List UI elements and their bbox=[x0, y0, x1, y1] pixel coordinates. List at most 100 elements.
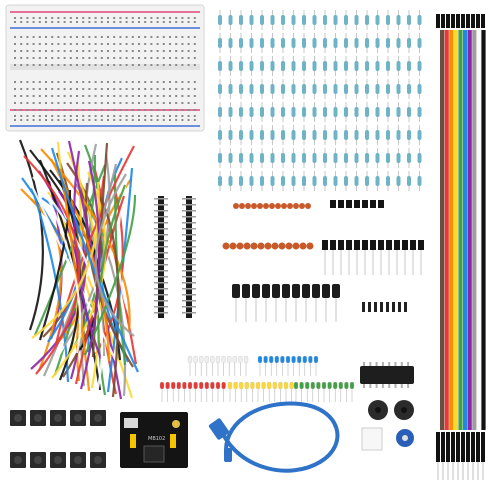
breadboard-hole bbox=[26, 81, 29, 83]
resistor bbox=[260, 153, 264, 163]
breadboard-hole bbox=[88, 95, 91, 97]
breadboard-hole bbox=[181, 81, 184, 83]
breadboard-rail-hole bbox=[162, 115, 165, 117]
led bbox=[321, 381, 327, 390]
breadboard-rail-hole bbox=[88, 115, 91, 117]
breadboard-hole bbox=[38, 43, 41, 45]
power-module-jumper-yellow-2 bbox=[170, 434, 176, 448]
transistor bbox=[346, 200, 352, 208]
breadboard-hole bbox=[69, 50, 72, 52]
ic-pin bbox=[381, 362, 384, 366]
breadboard-hole bbox=[57, 102, 60, 104]
breadboard-hole bbox=[162, 43, 165, 45]
breadboard-hole bbox=[175, 43, 178, 45]
breadboard-hole bbox=[20, 57, 23, 59]
breadboard-hole bbox=[150, 81, 153, 83]
ribbon-wire bbox=[453, 30, 458, 430]
resistor bbox=[291, 107, 296, 117]
breadboard-rail-hole bbox=[193, 17, 196, 19]
breadboard-hole bbox=[107, 109, 109, 111]
header-pin bbox=[182, 240, 196, 242]
led bbox=[338, 381, 343, 390]
breadboard-hole bbox=[144, 81, 147, 83]
tactile-button-cap bbox=[94, 456, 102, 464]
breadboard-rail-hole bbox=[26, 115, 29, 117]
pin-header-left bbox=[158, 196, 164, 318]
ceramic-capacitor bbox=[257, 203, 263, 209]
breadboard-hole bbox=[69, 81, 72, 83]
breadboard-rail-hole bbox=[32, 21, 35, 23]
led bbox=[221, 381, 226, 390]
breadboard-hole bbox=[26, 50, 29, 52]
dupont-connector-top bbox=[466, 14, 470, 28]
tactile-button-cap bbox=[54, 456, 62, 464]
ceramic-capacitor bbox=[263, 203, 269, 209]
resistor bbox=[333, 130, 338, 140]
breadboard-hole bbox=[14, 43, 16, 45]
header-pin bbox=[154, 240, 168, 242]
header-pin bbox=[154, 258, 168, 260]
resistor bbox=[239, 61, 243, 71]
breadboard-rail-hole bbox=[88, 17, 91, 19]
header-pin bbox=[154, 198, 168, 200]
transistor bbox=[378, 200, 384, 208]
breadboard-rail-hole bbox=[94, 115, 97, 117]
resistor bbox=[249, 15, 254, 25]
diode bbox=[380, 302, 383, 312]
breadboard-hole bbox=[113, 50, 116, 52]
breadboard-hole bbox=[138, 36, 140, 38]
resistor bbox=[375, 84, 380, 94]
breadboard-rail-hole bbox=[26, 21, 29, 23]
ic-pin bbox=[375, 362, 378, 366]
breadboard-rail-hole bbox=[187, 17, 190, 19]
breadboard-hole bbox=[94, 95, 97, 97]
ic-pin bbox=[388, 362, 391, 366]
resistor bbox=[249, 107, 254, 117]
breadboard-hole bbox=[51, 43, 54, 45]
resistor bbox=[281, 15, 285, 25]
resistor bbox=[302, 130, 306, 140]
ceramic-capacitor bbox=[239, 203, 245, 209]
resistor bbox=[365, 38, 369, 48]
breadboard-hole bbox=[14, 81, 16, 83]
breadboard-hole bbox=[32, 102, 35, 104]
breadboard bbox=[5, 4, 205, 132]
breadboard-hole bbox=[193, 81, 196, 83]
led bbox=[210, 355, 215, 364]
breadboard-center-channel bbox=[10, 64, 200, 70]
resistor bbox=[417, 38, 422, 48]
resistor bbox=[281, 38, 285, 48]
header-pin bbox=[154, 288, 168, 290]
led bbox=[159, 381, 165, 390]
resistor bbox=[218, 107, 222, 117]
power-module-usb-port bbox=[124, 418, 138, 428]
breadboard-hole bbox=[14, 88, 16, 90]
breadboard-rail-hole bbox=[156, 119, 159, 121]
ic-pin bbox=[407, 384, 410, 388]
breadboard-hole bbox=[150, 88, 153, 90]
breadboard-hole bbox=[32, 57, 35, 59]
breadboard-hole bbox=[20, 81, 23, 83]
resistor bbox=[228, 153, 233, 163]
led bbox=[238, 355, 243, 364]
dupont-connector-bottom bbox=[466, 432, 470, 462]
breadboard-hole bbox=[88, 109, 91, 111]
breadboard-hole bbox=[169, 102, 171, 104]
led bbox=[232, 355, 237, 364]
ceramic-capacitor bbox=[293, 203, 299, 209]
dupont-connector-bottom bbox=[471, 432, 475, 462]
resistor bbox=[281, 176, 285, 186]
usb-cable bbox=[208, 401, 340, 473]
resistor bbox=[239, 38, 243, 48]
resistor bbox=[344, 38, 348, 48]
breadboard-rail-hole bbox=[125, 21, 128, 23]
breadboard-hole bbox=[156, 81, 159, 83]
breadboard-rail-hole bbox=[175, 17, 178, 19]
breadboard-rail-hole bbox=[38, 21, 41, 23]
tactile-push-buttons bbox=[10, 410, 106, 468]
breadboard-hole bbox=[113, 43, 116, 45]
power-module-logo: MB102 bbox=[148, 436, 165, 442]
header-pin bbox=[182, 234, 196, 236]
header-pin bbox=[154, 234, 168, 236]
